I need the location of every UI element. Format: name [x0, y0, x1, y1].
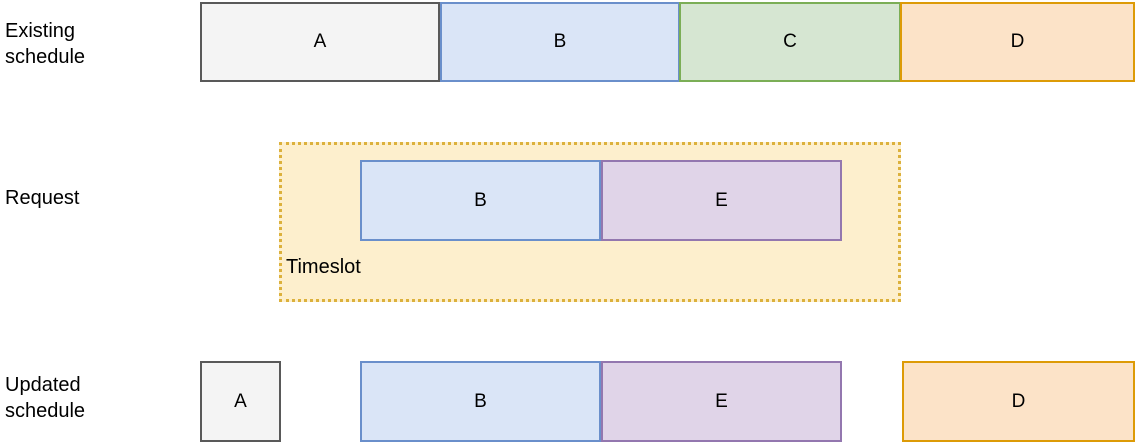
updated-block-a: A — [200, 361, 281, 442]
updated-block-b-label: B — [474, 390, 487, 412]
updated-block-e: E — [601, 361, 842, 442]
existing-block-a-label: A — [313, 31, 327, 52]
existing-block-b: B — [440, 2, 680, 82]
row-label-existing-schedule: Existing schedule — [5, 20, 86, 68]
existing-block-d: D — [900, 2, 1135, 82]
timeslot-caption: Timeslot — [286, 256, 361, 278]
existing-block-b-label: B — [553, 31, 567, 52]
row-label-updated-schedule: Updated schedule — [5, 374, 86, 422]
request-block-b-label: B — [474, 189, 487, 211]
existing-block-c: C — [679, 2, 901, 82]
existing-block-c-label: C — [783, 31, 797, 52]
request-block-e-label: E — [715, 189, 728, 211]
row-label-request: Request — [5, 187, 80, 209]
updated-block-d-label: D — [1011, 390, 1026, 412]
updated-block-d: D — [902, 361, 1135, 442]
updated-block-a-label: A — [234, 390, 247, 412]
updated-block-b: B — [360, 361, 601, 442]
updated-block-e-label: E — [715, 390, 728, 412]
existing-block-d-label: D — [1010, 31, 1025, 52]
request-block-b: B — [360, 160, 601, 241]
existing-block-a: A — [200, 2, 440, 82]
request-block-e: E — [601, 160, 842, 241]
